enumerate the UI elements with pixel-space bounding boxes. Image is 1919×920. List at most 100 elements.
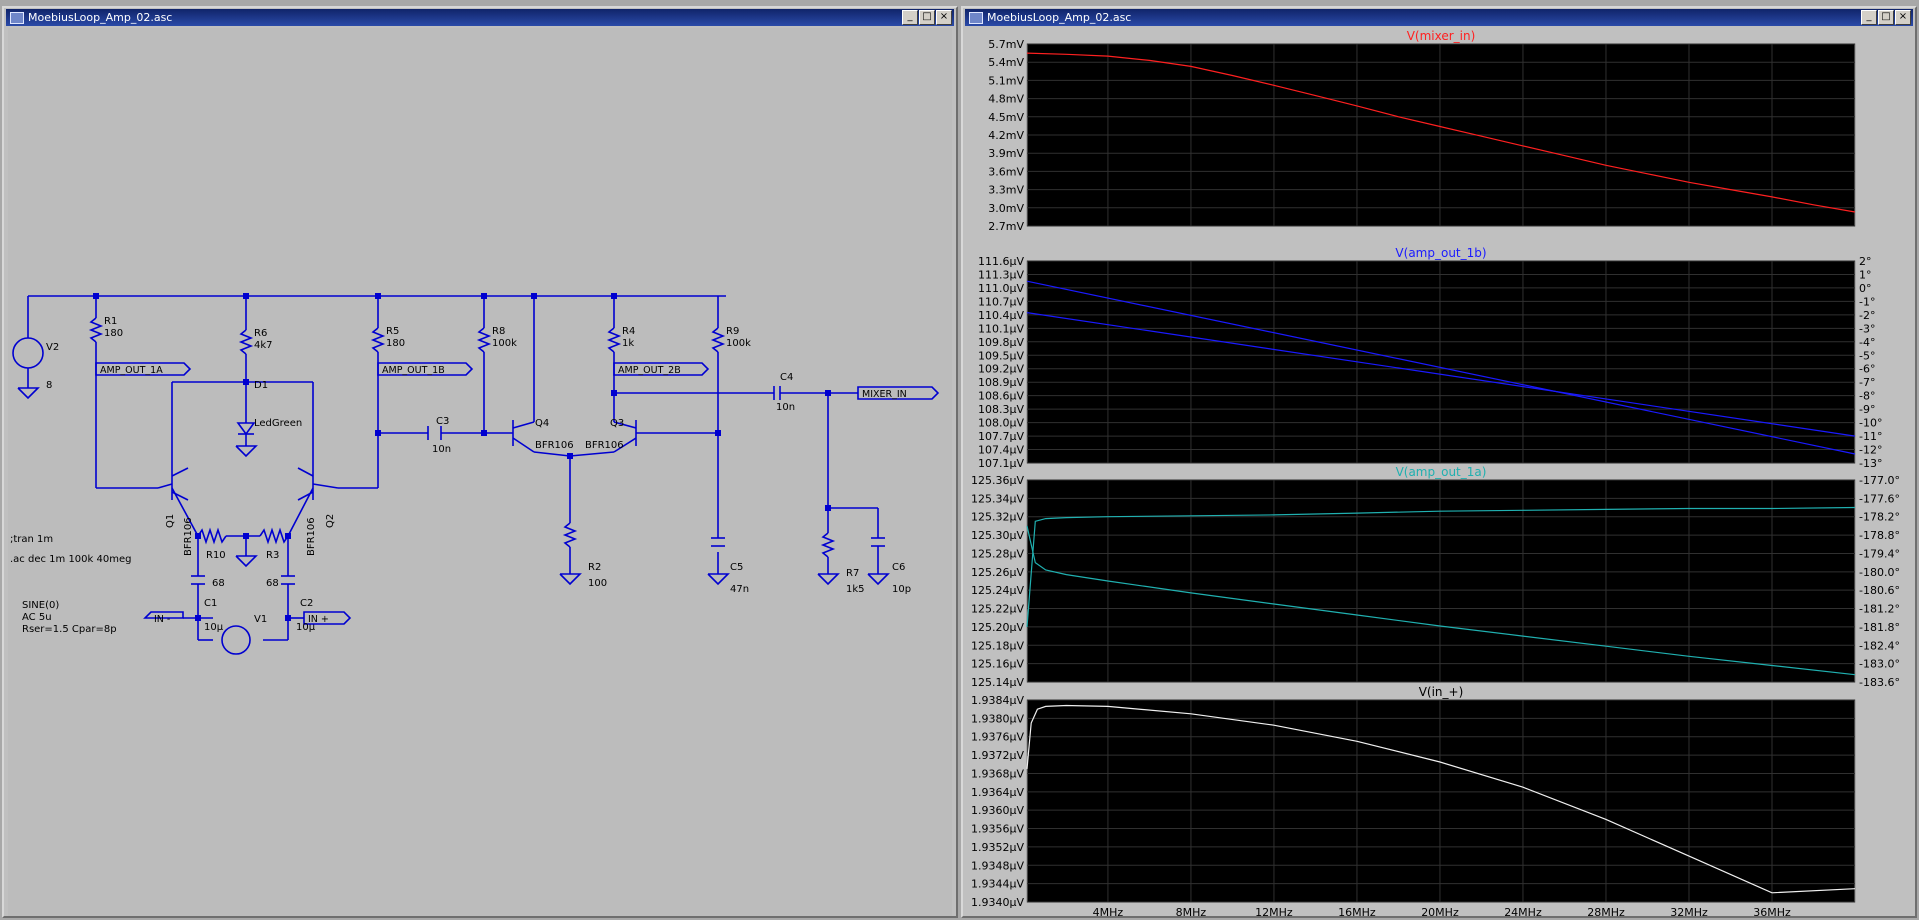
- y2-tick-label: -8°: [1859, 390, 1875, 403]
- val-V2: 8: [46, 380, 52, 391]
- source-spec-3: Rser=1.5 Cpar=8p: [22, 624, 117, 635]
- schematic-drawing[interactable]: R1 180 R6 4k7 R5 180 R8 100k R4 1k R9 10…: [8, 28, 952, 916]
- ref-R8: R8: [492, 326, 505, 337]
- net-in-plus: IN +: [308, 614, 329, 625]
- x-tick-label: 16MHz: [1338, 906, 1376, 916]
- waveform-plots[interactable]: 5.7mV5.4mV5.1mV4.8mV4.5mV4.2mV3.9mV3.6mV…: [967, 28, 1911, 919]
- y-tick-label: 1.9364µV: [971, 786, 1024, 799]
- val-D1: LedGreen: [254, 418, 302, 429]
- y-tick-label: 107.7µV: [978, 430, 1024, 443]
- schematic-junctions: [93, 293, 831, 621]
- y2-tick-label: 2°: [1859, 255, 1872, 268]
- trace-2-1: [1026, 525, 1856, 676]
- val-R7: 1k5: [846, 584, 865, 595]
- y-tick-label: 125.30µV: [971, 529, 1024, 542]
- y-tick-label: 1.9356µV: [971, 823, 1024, 836]
- y-tick-label: 1.9340µV: [971, 896, 1024, 909]
- x-tick-label: 4MHz: [1093, 906, 1124, 916]
- y-tick-label: 108.0µV: [978, 417, 1024, 430]
- ref-R9: R9: [726, 326, 739, 337]
- y2-tick-label: 0°: [1859, 282, 1872, 295]
- schematic-text: R1 180 R6 4k7 R5 180 R8 100k R4 1k R9 10…: [10, 316, 911, 635]
- y2-tick-label: -2°: [1859, 309, 1875, 322]
- y-tick-label: 108.6µV: [978, 390, 1024, 403]
- y2-tick-label: -7°: [1859, 376, 1875, 389]
- y-tick-label: 3.3mV: [988, 184, 1024, 197]
- plot-pane-2[interactable]: [1026, 479, 1856, 683]
- y-tick-label: 1.9372µV: [971, 749, 1024, 762]
- y-tick-label: 111.3µV: [978, 268, 1024, 281]
- y2-tick-label: -4°: [1859, 336, 1875, 349]
- y-tick-label: 125.18µV: [971, 639, 1024, 652]
- schematic-canvas[interactable]: R1 180 R6 4k7 R5 180 R8 100k R4 1k R9 10…: [8, 28, 952, 916]
- y-tick-label: 109.8µV: [978, 336, 1024, 349]
- y-tick-label: 125.20µV: [971, 621, 1024, 634]
- maximize-button[interactable]: □: [919, 10, 935, 25]
- val-R9: 100k: [726, 338, 751, 349]
- val-R4: 1k: [622, 338, 634, 349]
- ref-V2: V2: [46, 342, 59, 353]
- y-tick-label: 4.5mV: [988, 111, 1024, 124]
- minimize-button[interactable]: _: [902, 10, 918, 25]
- maximize-button[interactable]: □: [1878, 10, 1894, 25]
- y-tick-label: 125.26µV: [971, 566, 1024, 579]
- plot-pane-3[interactable]: [1026, 699, 1856, 903]
- y-tick-label: 3.9mV: [988, 147, 1024, 160]
- plot-title-3: V(in_+): [1419, 685, 1464, 699]
- val-Q1: BFR106: [183, 517, 194, 556]
- y-tick-label: 108.9µV: [978, 376, 1024, 389]
- y2-tick-label: -12°: [1859, 444, 1882, 457]
- plot-title-2: V(amp_out_1a): [1396, 465, 1487, 479]
- close-button[interactable]: ×: [1895, 10, 1911, 25]
- waveform-titlebar[interactable]: MoebiusLoop_Amp_02.asc _ □ ×: [965, 9, 1913, 26]
- y-tick-label: 125.14µV: [971, 676, 1024, 689]
- schematic-titlebar[interactable]: MoebiusLoop_Amp_02.asc _ □ ×: [6, 9, 954, 26]
- net-in-minus: IN -: [154, 614, 170, 625]
- y2-tick-label: -183.6°: [1859, 676, 1900, 689]
- ref-Q2: Q2: [325, 514, 336, 528]
- y-tick-label: 107.4µV: [978, 444, 1024, 457]
- y2-tick-label: -6°: [1859, 363, 1875, 376]
- y-tick-label: 1.9376µV: [971, 731, 1024, 744]
- plot-pane-1[interactable]: [1026, 260, 1856, 464]
- plot-title-1: V(amp_out_1b): [1395, 246, 1486, 260]
- trace-0-0: [1026, 52, 1856, 213]
- y-tick-label: 110.1µV: [978, 322, 1024, 335]
- ref-R1: R1: [104, 316, 117, 327]
- val-R5: 180: [386, 338, 405, 349]
- minimize-button[interactable]: _: [1861, 10, 1877, 25]
- y2-tick-label: -181.2°: [1859, 603, 1900, 616]
- val-C3: 10n: [432, 444, 451, 455]
- waveform-title: MoebiusLoop_Amp_02.asc: [987, 11, 1132, 24]
- y2-tick-label: -182.4°: [1859, 639, 1900, 652]
- y-tick-label: 1.9380µV: [971, 712, 1024, 725]
- y-tick-label: 4.2mV: [988, 129, 1024, 142]
- y-tick-label: 125.24µV: [971, 584, 1024, 597]
- ref-Q3: Q3: [610, 418, 624, 429]
- val-C4: 10n: [776, 402, 795, 413]
- y-tick-label: 108.3µV: [978, 403, 1024, 416]
- close-button[interactable]: ×: [936, 10, 952, 25]
- val-C5: 47n: [730, 584, 749, 595]
- y-tick-label: 125.16µV: [971, 658, 1024, 671]
- schematic-window[interactable]: MoebiusLoop_Amp_02.asc _ □ ×: [2, 6, 958, 918]
- ref-R6: R6: [254, 328, 267, 339]
- y-tick-label: 1.9344µV: [971, 878, 1024, 891]
- x-tick-label: 36MHz: [1753, 906, 1791, 916]
- y2-tick-label: -1°: [1859, 295, 1875, 308]
- y-tick-label: 1.9384µV: [971, 694, 1024, 707]
- ref-C1: C1: [204, 598, 217, 609]
- val-R3: 68: [266, 578, 279, 589]
- y2-tick-label: -180.0°: [1859, 566, 1900, 579]
- val-Q4: BFR106: [535, 440, 574, 451]
- source-spec-1: SINE(0): [22, 600, 59, 611]
- y-tick-label: 5.4mV: [988, 56, 1024, 69]
- y-tick-label: 3.6mV: [988, 165, 1024, 178]
- y-tick-label: 1.9352µV: [971, 841, 1024, 854]
- val-R2: 100: [588, 578, 607, 589]
- y-tick-label: 125.36µV: [971, 474, 1024, 487]
- x-tick-label: 28MHz: [1587, 906, 1625, 916]
- y-tick-label: 109.5µV: [978, 349, 1024, 362]
